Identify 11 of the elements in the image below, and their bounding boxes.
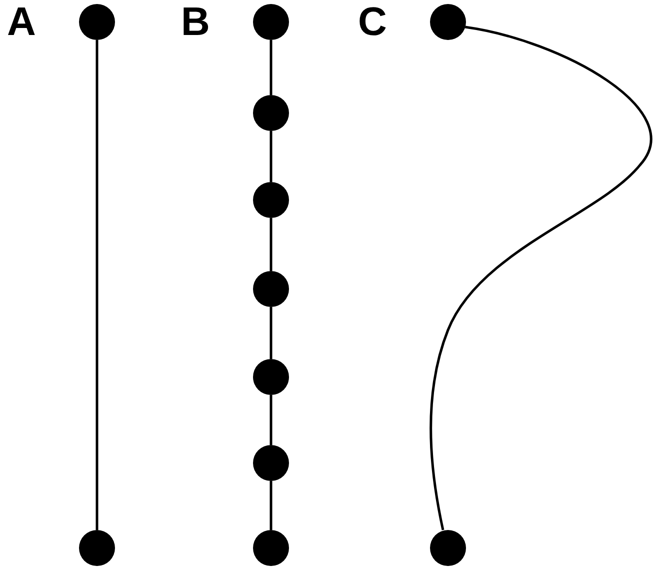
line (270, 481, 272, 530)
line (270, 131, 272, 182)
column-label: C (358, 2, 387, 42)
line (270, 218, 272, 271)
column-label: A (7, 2, 36, 42)
line (270, 395, 272, 445)
column-label: B (181, 2, 210, 42)
line (96, 40, 98, 530)
line (270, 307, 272, 359)
curved-line (430, 26, 652, 530)
line (270, 40, 272, 95)
